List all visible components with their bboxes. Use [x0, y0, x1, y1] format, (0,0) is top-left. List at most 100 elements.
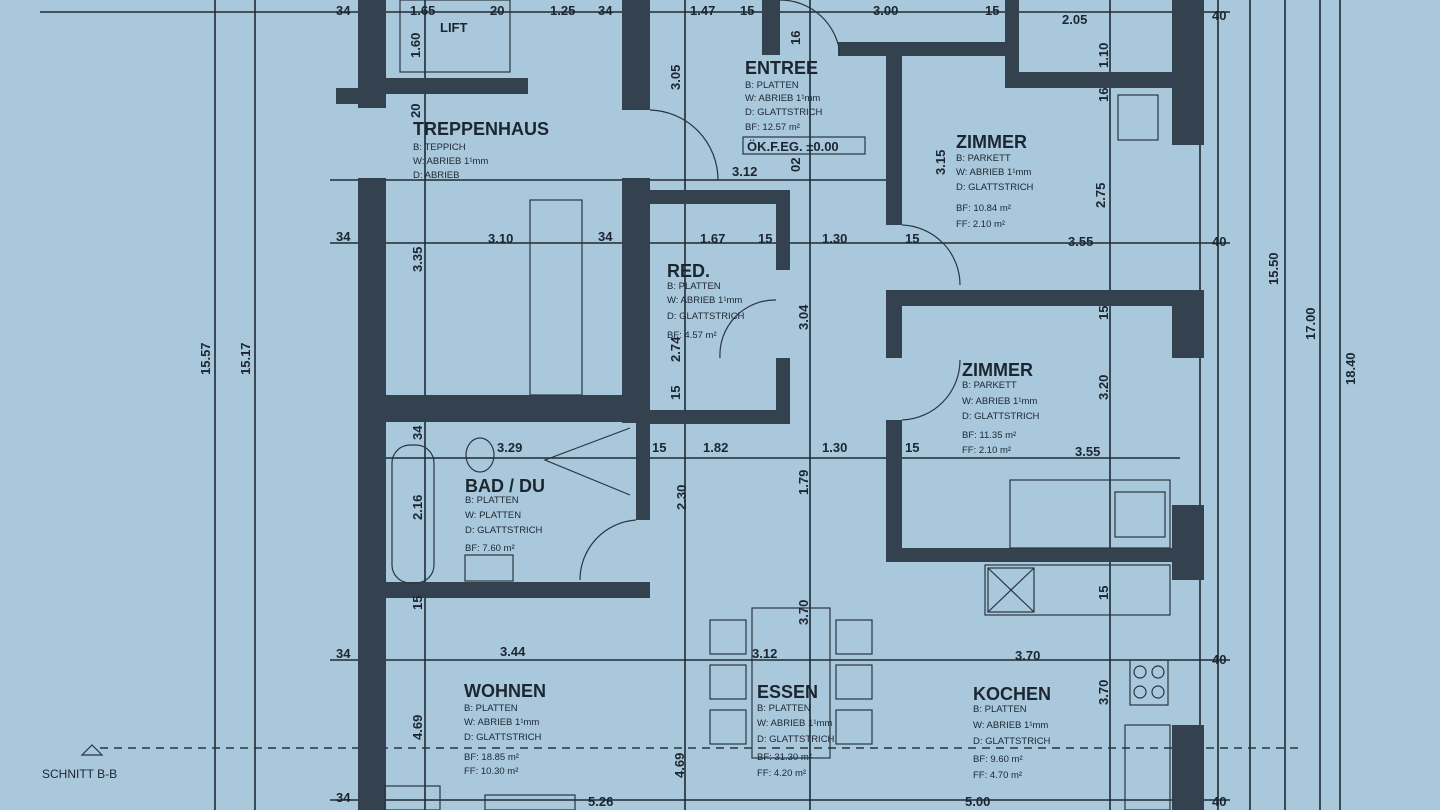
room-floor: B: PARKETT — [956, 153, 1011, 164]
dimension-label: 3.12 — [752, 646, 777, 661]
dimension-label: 3.05 — [668, 65, 683, 90]
room-name: BAD / DU — [465, 476, 545, 496]
room-wohnen: WOHNEN B: PLATTEN W: ABRIEB 1¹mm D: GLAT… — [464, 681, 546, 777]
dimension-label: 15 — [905, 231, 919, 246]
room-name: ESSEN — [757, 682, 818, 702]
dimension-label: 3.70 — [796, 600, 811, 625]
dimension-label: 3.70 — [1015, 648, 1040, 663]
room-area: BF: 7.60 m² — [465, 543, 515, 554]
dimension-label: 40 — [1212, 652, 1226, 667]
room-wall: W: ABRIEB 1¹mm — [757, 718, 832, 729]
dimension-label: 40 — [1212, 234, 1226, 249]
dimension-label: 4.69 — [672, 753, 687, 778]
room-area: BF: 18.85 m² — [464, 752, 519, 763]
dimension-label: 4.69 — [410, 715, 425, 740]
room-wall: W: ABRIEB 1¹mm — [667, 295, 742, 306]
dimension-label: 1.47 — [690, 3, 715, 18]
room-essen: ESSEN B: PLATTEN W: ABRIEB 1¹mm D: GLATT… — [757, 682, 835, 779]
room-zimmer-1: ZIMMER B: PARKETT W: ABRIEB 1¹mm D: GLAT… — [956, 132, 1034, 230]
room-bad: BAD / DU B: PLATTEN W: PLATTEN D: GLATTS… — [465, 476, 545, 554]
room-window-area: FF: 4.70 m² — [973, 770, 1022, 781]
dimension-label: 3.29 — [497, 440, 522, 455]
room-area: BF: 4.57 m² — [667, 330, 717, 341]
room-red: RED. B: PLATTEN W: ABRIEB 1¹mm D: GLATTS… — [667, 261, 745, 341]
room-wall: W: ABRIEB 1¹mm — [962, 396, 1037, 407]
dimension-label: 1.67 — [700, 231, 725, 246]
room-name: ZIMMER — [962, 360, 1033, 380]
dimension-label: 15.17 — [238, 342, 253, 375]
room-area: BF: 31.30 m² — [757, 752, 812, 763]
level-tag: ÖK.F.EG. ±0.00 — [747, 139, 839, 154]
room-entree: ENTREE B: PLATTEN W: ABRIEB 1¹mm D: GLAT… — [742, 58, 866, 155]
dimension-label: 1.60 — [408, 33, 423, 58]
dimension-label: 15 — [410, 596, 425, 610]
dimension-label: 15.57 — [198, 342, 213, 375]
dimension-label: 15 — [985, 3, 999, 18]
dimension-lines — [40, 0, 1341, 810]
dimension-label: 2.16 — [410, 495, 425, 520]
room-floor: B: PLATTEN — [465, 495, 519, 506]
dimension-label: 5.26 — [588, 794, 613, 809]
room-name: ENTREE — [745, 58, 818, 78]
room-name: TREPPENHAUS — [413, 119, 549, 139]
room-area: BF: 10.84 m² — [956, 203, 1011, 214]
dimension-label: 3.70 — [1096, 680, 1111, 705]
dimension-label: 15 — [1096, 586, 1111, 600]
dimension-label: 34 — [336, 229, 351, 244]
dimension-label: 34 — [598, 229, 613, 244]
room-labels: LIFT TREPPENHAUS B: TEPPICH W: ABRIEB 1¹… — [42, 20, 1051, 781]
fixtures — [80, 0, 1171, 810]
dimension-label: 3.10 — [488, 231, 513, 246]
dimension-label: 2.74 — [668, 336, 683, 362]
dimension-label: 34 — [336, 3, 351, 18]
dimension-label: 34 — [336, 646, 351, 661]
dimension-label: 16 — [1096, 88, 1111, 102]
room-wall: W: ABRIEB 1¹mm — [413, 156, 488, 167]
room-floor: B: PLATTEN — [973, 704, 1027, 715]
room-floor: B: PLATTEN — [667, 281, 721, 292]
dimension-label: 3.44 — [500, 644, 526, 659]
room-ceiling: D: GLATTSTRICH — [962, 411, 1040, 422]
room-name: WOHNEN — [464, 681, 546, 701]
dimension-label: 18.40 — [1343, 352, 1358, 385]
room-floor: B: PLATTEN — [464, 703, 518, 714]
dimension-label: 3.12 — [732, 164, 757, 179]
room-floor: B: PLATTEN — [757, 703, 811, 714]
dimension-label: 34 — [598, 3, 613, 18]
dimension-label: 34 — [410, 425, 425, 440]
dimension-label: 15 — [1096, 306, 1111, 320]
room-floor: B: PARKETT — [962, 380, 1017, 391]
room-window-area: FF: 4.20 m² — [757, 768, 806, 779]
room-floor: B: PLATTEN — [745, 80, 799, 91]
dimension-label: 2.30 — [674, 485, 689, 510]
dimension-label: 15 — [905, 440, 919, 455]
section-marker-icon — [80, 744, 104, 756]
room-wall: W: ABRIEB 1¹mm — [464, 717, 539, 728]
dimension-label: 3.15 — [933, 150, 948, 175]
dimension-label: 5.00 — [965, 794, 990, 809]
dimension-label: 3.00 — [873, 3, 898, 18]
dimension-label: 3.55 — [1075, 444, 1100, 459]
walls — [336, 0, 1204, 810]
room-window-area: FF: 2.10 m² — [962, 445, 1011, 456]
dimension-label: 1.82 — [703, 440, 728, 455]
dimension-label: 16 — [788, 31, 803, 45]
dimension-label: 2.75 — [1093, 183, 1108, 208]
dimension-label: 15 — [652, 440, 666, 455]
lift-label: LIFT — [440, 20, 467, 35]
room-name: ZIMMER — [956, 132, 1027, 152]
room-ceiling: D: GLATTSTRICH — [757, 734, 835, 745]
room-ceiling: D: GLATTSTRICH — [745, 107, 823, 118]
room-wall: W: PLATTEN — [465, 510, 521, 521]
dimension-label: 1.25 — [550, 3, 575, 18]
room-ceiling: D: GLATTSTRICH — [464, 732, 542, 743]
dimension-label: 1.30 — [822, 231, 847, 246]
dimension-label: 1.10 — [1096, 43, 1111, 68]
room-zimmer-2: ZIMMER B: PARKETT W: ABRIEB 1¹mm D: GLAT… — [962, 360, 1040, 456]
dimension-label: 34 — [336, 790, 351, 805]
room-ceiling: D: GLATTSTRICH — [956, 182, 1034, 193]
dimension-label: 15 — [740, 3, 754, 18]
dimension-label: 15 — [668, 386, 683, 400]
room-name: RED. — [667, 261, 710, 281]
